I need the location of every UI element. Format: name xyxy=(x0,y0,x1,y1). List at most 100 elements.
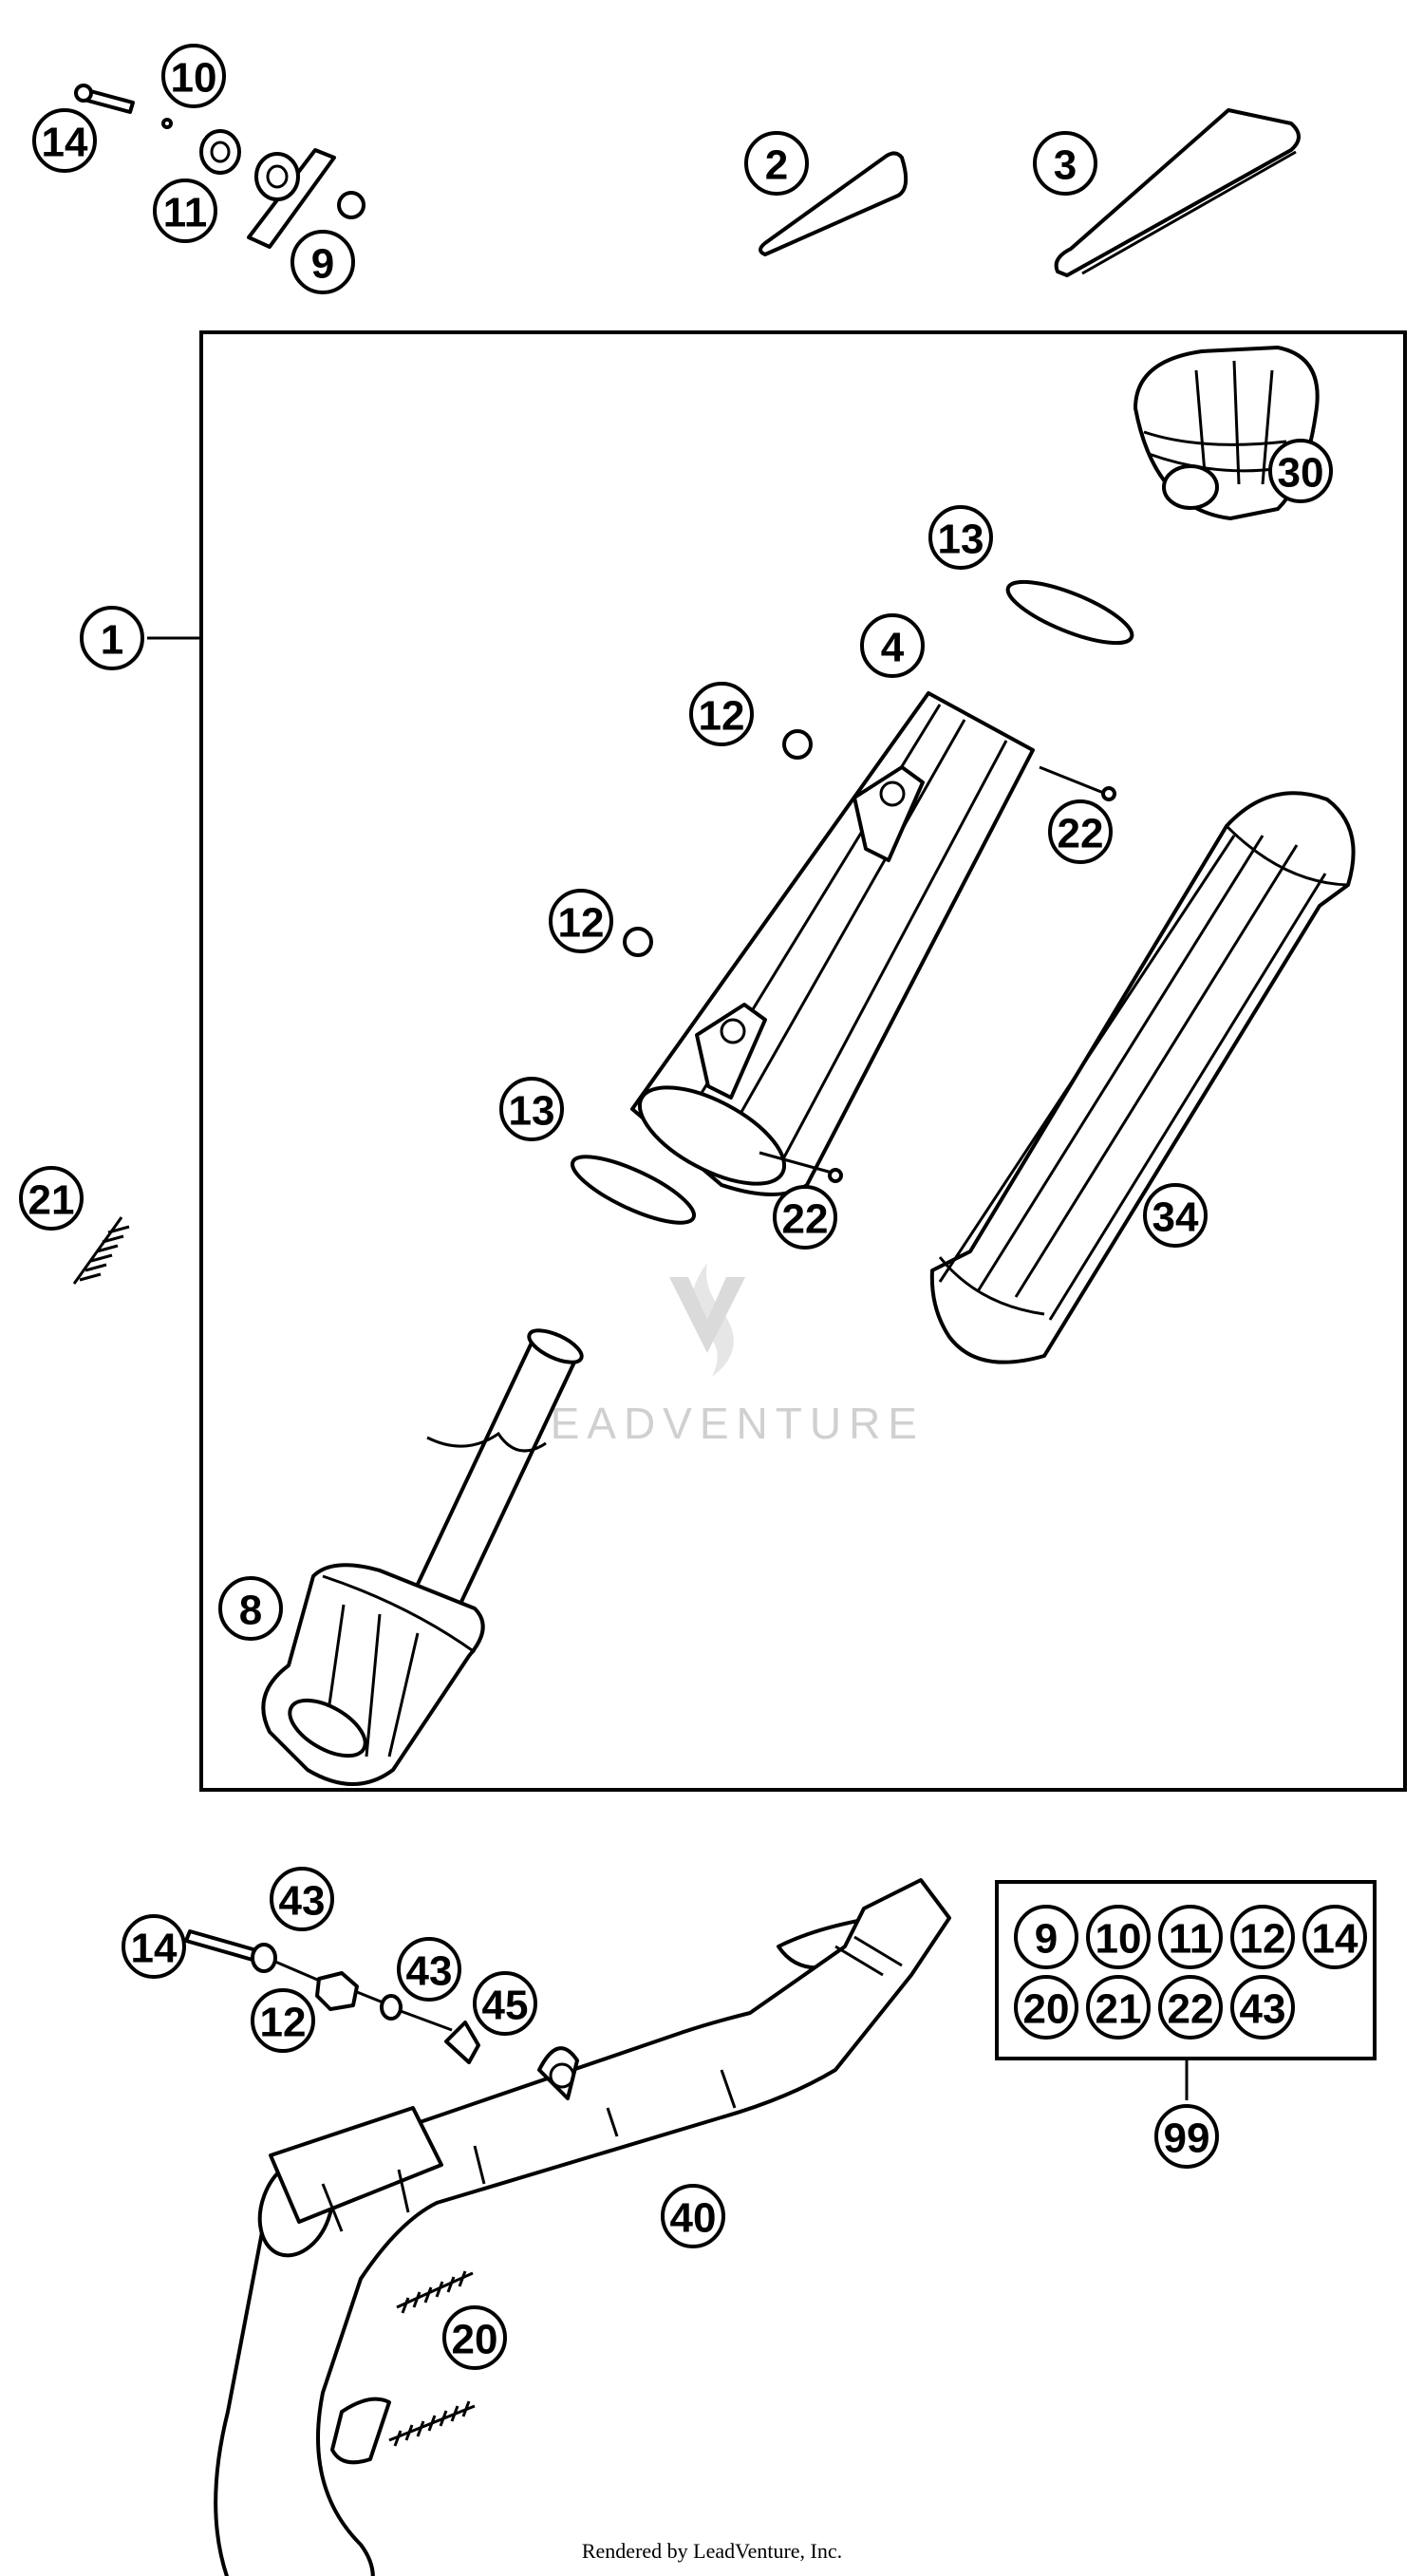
callout-number: 9 xyxy=(311,241,334,288)
kit-item-row1-3: 12 xyxy=(1230,1905,1295,1969)
kit-item-row2-3: 43 xyxy=(1230,1975,1295,2040)
bolt-head xyxy=(74,84,93,103)
callout-number: 13 xyxy=(509,1088,555,1135)
washer-part-43-lower xyxy=(380,1994,403,2021)
silencer-body-part-4 xyxy=(630,691,1035,1196)
callout-number: 11 xyxy=(163,190,208,236)
silencer-assembly-frame xyxy=(199,330,1407,1792)
callout-number: 99 xyxy=(1164,2115,1210,2162)
kit-item-number: 11 xyxy=(1169,1916,1213,1963)
callout-number: 8 xyxy=(239,1588,262,1634)
kit-item-number: 21 xyxy=(1096,1986,1142,2033)
mounting-hardware-top xyxy=(74,84,365,249)
kit-item-row2-1: 21 xyxy=(1086,1975,1151,2040)
callout-c11: 11 xyxy=(153,179,217,243)
callout-number: 10 xyxy=(171,55,217,102)
callout-number: 3 xyxy=(1054,142,1077,189)
callout-number: 21 xyxy=(28,1177,75,1224)
link-pipe-part-8 xyxy=(261,1328,584,1786)
rivet-part-22-lower xyxy=(828,1168,843,1183)
callout-number: 12 xyxy=(699,693,745,740)
nut-part-12-middle xyxy=(623,927,653,957)
heat-shield-part-3 xyxy=(1054,108,1301,277)
gasket-part-13-lower xyxy=(570,1155,697,1225)
clip-part-45 xyxy=(444,2021,480,2064)
callout-c3: 3 xyxy=(1033,131,1097,196)
watermark: LEADVENTURE xyxy=(518,1263,925,1448)
callout-number: 12 xyxy=(260,2000,307,2046)
callout-number: 4 xyxy=(881,625,905,671)
callout-number: 30 xyxy=(1278,450,1324,497)
washer-part-10 xyxy=(161,118,173,129)
kit-item-row1-2: 11 xyxy=(1158,1905,1223,1969)
heat-shield-part-2 xyxy=(759,151,909,256)
callout-c10: 10 xyxy=(161,44,226,108)
callout-number: 34 xyxy=(1152,1194,1199,1241)
kit-item-row1-0: 9 xyxy=(1014,1905,1078,1969)
callout-c20: 20 xyxy=(442,2305,507,2370)
callout-c21: 21 xyxy=(19,1166,84,1231)
callout-c14a: 14 xyxy=(32,108,97,173)
gasket-part-13-upper xyxy=(1005,579,1134,646)
callout-number: 14 xyxy=(131,1926,178,1972)
bushing-part-11 xyxy=(199,129,241,175)
bracket-grommet xyxy=(254,152,300,201)
callout-c22a: 22 xyxy=(1048,799,1113,864)
callout-number: 20 xyxy=(452,2317,498,2363)
callout-c43b: 43 xyxy=(397,1937,461,2002)
callout-c12c: 12 xyxy=(251,1988,315,2053)
callout-c1: 1 xyxy=(80,606,144,670)
spring-part-20-lower xyxy=(388,2400,476,2447)
kit-item-number: 20 xyxy=(1023,1986,1070,2033)
kit-item-number: 43 xyxy=(1240,1986,1286,2033)
callout-number: 13 xyxy=(938,517,984,563)
callout-number: 45 xyxy=(482,1983,529,2029)
callout-c13a: 13 xyxy=(928,505,993,570)
callout-number: 12 xyxy=(558,900,605,947)
nut-part-9 xyxy=(337,191,365,219)
credit-text: Rendered by LeadVenture, Inc. xyxy=(582,2539,842,2563)
kit-item-row2-2: 22 xyxy=(1158,1975,1223,2040)
kit-item-number: 10 xyxy=(1096,1916,1142,1963)
kit-item-number: 9 xyxy=(1035,1916,1058,1963)
callout-number: 14 xyxy=(42,120,88,166)
callout-c99: 99 xyxy=(1154,2104,1219,2169)
bolt-part-14-lower xyxy=(184,1929,258,1962)
spring-part-21 xyxy=(72,1216,130,1285)
outer-sleeve-part-34 xyxy=(929,791,1356,1364)
callout-number: 22 xyxy=(1058,811,1104,857)
callout-c40: 40 xyxy=(661,2184,725,2248)
callout-c8: 8 xyxy=(218,1576,283,1641)
callout-c14b: 14 xyxy=(122,1914,186,1979)
callout-c45: 45 xyxy=(473,1971,537,2036)
watermark-logo-icon xyxy=(669,1277,745,1353)
callout-c22b: 22 xyxy=(773,1185,837,1250)
kit-item-row1-1: 10 xyxy=(1086,1905,1151,1969)
kit-item-number: 12 xyxy=(1240,1916,1286,1963)
nut-part-12-upper xyxy=(782,729,813,760)
callout-c30: 30 xyxy=(1268,439,1333,503)
callout-number: 43 xyxy=(279,1878,326,1925)
watermark-text: LEADVENTURE xyxy=(518,1399,925,1448)
callout-number: 22 xyxy=(782,1196,829,1243)
mounting-hardware-bottom xyxy=(184,1929,480,2064)
callout-number: 40 xyxy=(670,2195,717,2242)
callout-number: 2 xyxy=(765,142,788,189)
callout-c9: 9 xyxy=(290,230,355,294)
callout-number: 1 xyxy=(101,617,123,664)
body-bracket-lower xyxy=(695,1003,767,1100)
callout-c12b: 12 xyxy=(549,889,613,953)
kit-item-row2-0: 20 xyxy=(1014,1975,1078,2040)
body-bracket-upper xyxy=(853,765,925,862)
callout-c4: 4 xyxy=(860,613,925,678)
callout-c34: 34 xyxy=(1143,1183,1208,1248)
header-pipe-part-40 xyxy=(214,1878,951,2576)
kit-item-number: 22 xyxy=(1168,1986,1214,2033)
callout-c43a: 43 xyxy=(270,1867,334,1931)
kit-item-number: 14 xyxy=(1312,1916,1358,1963)
spring-part-20-upper xyxy=(396,2270,474,2314)
rivet-part-22-upper xyxy=(1101,786,1116,801)
callout-c13b: 13 xyxy=(499,1077,564,1141)
